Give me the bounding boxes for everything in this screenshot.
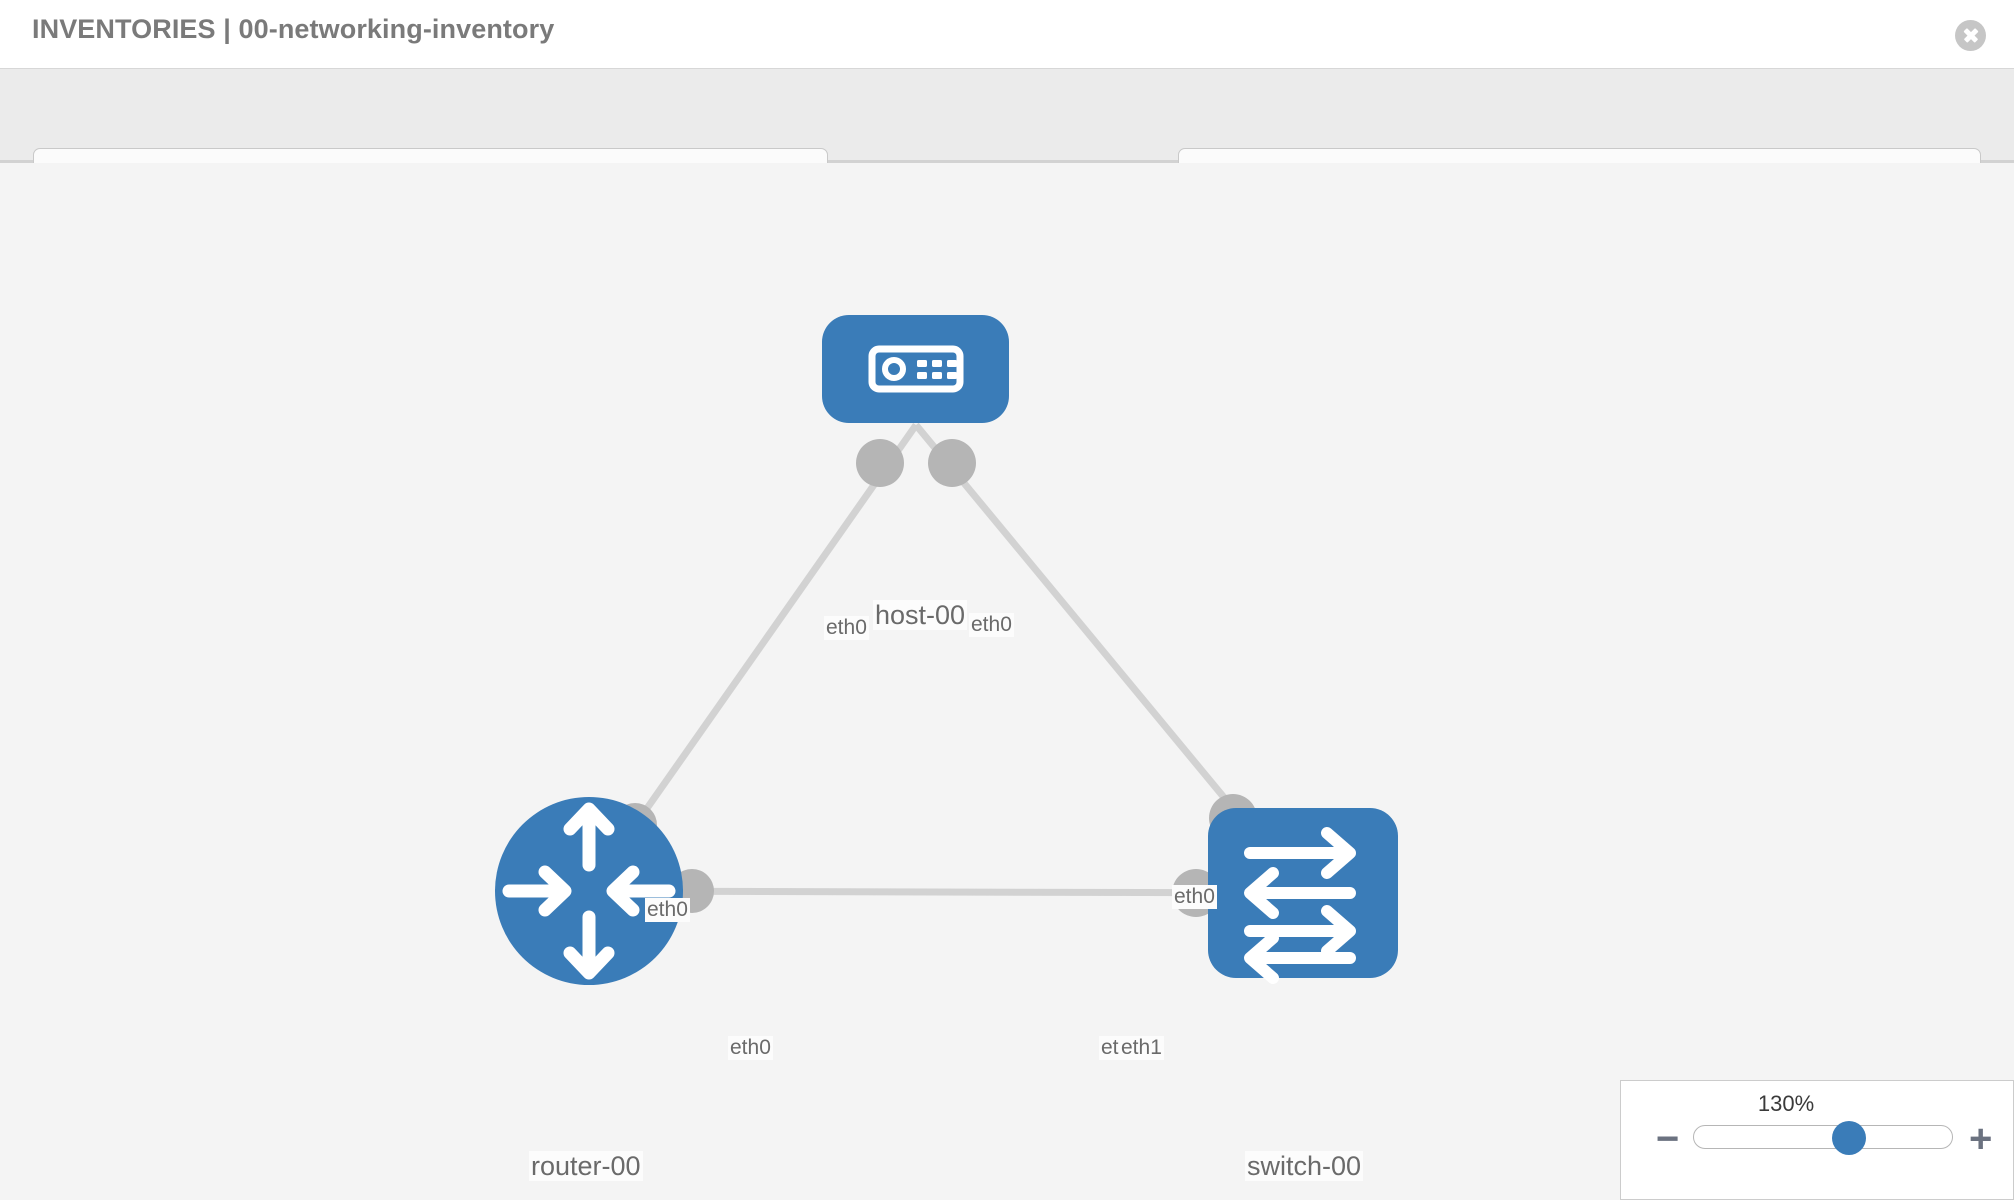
toolbar: ACTIONS SEARCH xyxy=(0,69,2014,202)
page-header: INVENTORIES | 00-networking-inventory xyxy=(0,0,2014,69)
node-label-host-00: host-00 xyxy=(873,600,968,631)
page-title: INVENTORIES | 00-networking-inventory xyxy=(32,14,555,44)
topology-endpoints xyxy=(613,439,1257,917)
server-icon xyxy=(868,345,964,393)
endpoint-host00-eth0-right xyxy=(928,439,976,487)
switch-arrows-icon xyxy=(1244,827,1356,984)
interface-label-host00-eth0-right: eth0 xyxy=(969,613,1014,638)
topology-graph xyxy=(495,315,1398,985)
zoom-in-button[interactable]: + xyxy=(1969,1117,1993,1161)
interface-label-router00-eth0-up: eth0 xyxy=(645,898,690,923)
zoom-out-button[interactable]: − xyxy=(1656,1117,1680,1161)
interface-label-router00-eth0-right: eth0 xyxy=(728,1036,773,1061)
router-arrows-icon xyxy=(502,802,676,980)
zoom-slider[interactable] xyxy=(1693,1121,1953,1155)
topology-canvas[interactable]: eth0 host-00 eth0 eth0 eth0 eth0 eth0 et… xyxy=(0,163,2014,1200)
node-switch-00 xyxy=(1208,808,1398,984)
node-label-switch-00: switch-00 xyxy=(1245,1151,1364,1182)
node-label-router-00: router-00 xyxy=(529,1151,643,1182)
interface-label-switch00-eth1: eth1 xyxy=(1119,1036,1164,1061)
node-host-00 xyxy=(822,315,1009,423)
zoom-slider-thumb[interactable] xyxy=(1831,1121,1866,1155)
zoom-control-panel: 130% − + xyxy=(1620,1080,2014,1200)
node-router-00 xyxy=(495,797,683,985)
topology-links xyxy=(586,422,1306,897)
zoom-level-value: 130% xyxy=(1757,1091,1815,1116)
interface-label-switch00-eth0-up: eth0 xyxy=(1172,885,1217,910)
endpoint-host00-eth0-left xyxy=(856,439,904,487)
close-icon[interactable] xyxy=(1955,20,1986,51)
interface-label-host00-eth0-left: eth0 xyxy=(824,616,869,641)
